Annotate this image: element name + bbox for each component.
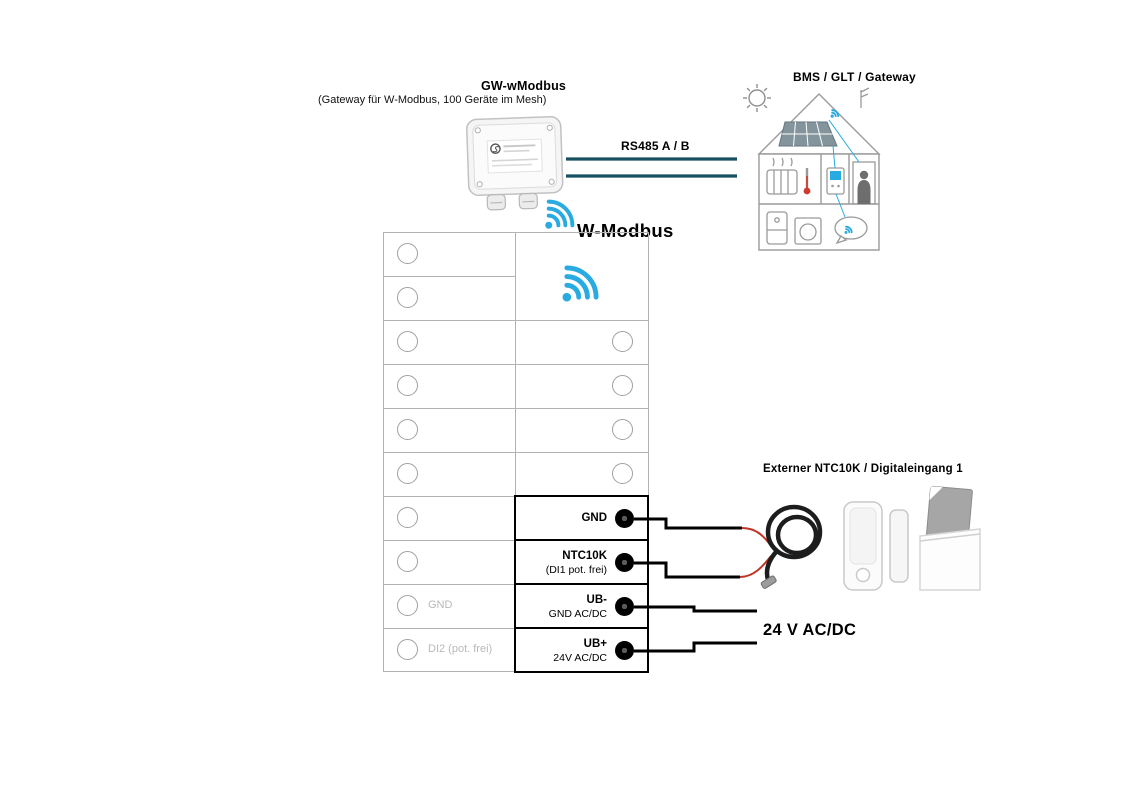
door-contact-illustration — [843, 501, 909, 591]
sun-icon — [743, 84, 771, 112]
terminal-circle — [612, 331, 633, 352]
boiler-icon — [766, 211, 788, 245]
person-icon — [852, 161, 876, 205]
device-label — [486, 138, 543, 174]
connector-label: GND — [581, 512, 607, 525]
bms-connection-lines — [828, 119, 860, 218]
connector-cell-gnd: GND — [521, 497, 607, 541]
connector-sublabel: 24V AC/DC — [553, 651, 607, 664]
bms-building-illustration — [743, 84, 881, 251]
thermostat-icon — [826, 167, 845, 195]
terminal-circle — [397, 595, 418, 616]
connector-sublabel: (DI1 pot. frei) — [545, 563, 607, 576]
terminal-circle — [397, 287, 418, 308]
connector-label: UB- — [586, 594, 607, 607]
cable-gland-icons — [486, 192, 539, 211]
wmodbus-wifi-icon — [562, 265, 599, 302]
connector-cell-ntc10k: NTC10K (DI1 pot. frei) — [521, 541, 607, 585]
connector-dot-ub-minus — [615, 597, 634, 616]
terminal-left-label-gnd: GND — [428, 599, 453, 611]
terminal-row-line — [383, 452, 649, 453]
screw-icons — [474, 124, 555, 188]
terminal-circle — [397, 551, 418, 572]
terminal-left-label-di2: DI2 (pot. frei) — [428, 643, 493, 655]
gateway-subtitle: (Gateway für W-Modbus, 100 Geräte im Mes… — [318, 94, 547, 106]
connector-dot-gnd — [615, 509, 634, 528]
terminal-row-line — [383, 496, 515, 497]
terminal-bold-divider — [516, 539, 647, 541]
gateway-title: GW-wModbus — [481, 79, 567, 93]
terminal-row-line — [383, 584, 515, 585]
terminal-row-line — [383, 628, 515, 629]
wire-ub-minus — [634, 605, 757, 613]
wire-ub-plus — [634, 641, 757, 653]
radiator-icon — [766, 157, 798, 195]
wmodbus-label: W-Modbus — [577, 220, 674, 241]
weather-mast-icon — [860, 87, 870, 108]
terminal-row-line — [383, 320, 649, 321]
terminal-row-line — [383, 276, 515, 277]
terminal-circle — [612, 375, 633, 396]
card-switch-illustration — [919, 485, 981, 591]
terminal-circle — [397, 419, 418, 440]
bms-label: BMS / GLT / Gateway — [793, 70, 916, 84]
rs485-label: RS485 A / B — [621, 139, 690, 153]
terminal-circle — [397, 331, 418, 352]
thermometer-icon — [803, 168, 811, 195]
terminal-circle — [612, 419, 633, 440]
terminal-row-line — [383, 540, 515, 541]
terminal-circle — [397, 375, 418, 396]
device-wifi-icon — [545, 199, 575, 229]
terminal-circle — [397, 463, 418, 484]
terminal-row-line — [383, 408, 649, 409]
power-label: 24 V AC/DC — [763, 621, 857, 639]
solar-panel — [778, 121, 838, 147]
terminal-circle — [397, 507, 418, 528]
terminal-bold-divider — [516, 627, 647, 629]
connector-sublabel: GND AC/DC — [548, 607, 607, 620]
wire-ntc10k — [634, 561, 740, 579]
connector-label: UB+ — [583, 638, 607, 651]
terminal-bold-divider — [516, 583, 647, 585]
terminal-circle — [397, 243, 418, 264]
terminal-bold-block — [514, 495, 649, 673]
terminal-circle — [397, 639, 418, 660]
appliance-icon — [794, 217, 822, 245]
speech-bubble-wifi-icon — [834, 216, 868, 245]
gateway-device-illustration — [466, 116, 564, 211]
external-input-title: Externer NTC10K / Digitaleingang 1 — [763, 463, 963, 475]
connector-cell-ub-minus: UB- GND AC/DC — [521, 585, 607, 629]
terminal-circle — [612, 463, 633, 484]
connector-dot-ntc10k — [615, 553, 634, 572]
connector-cell-ub-plus: UB+ 24V AC/DC — [521, 629, 607, 673]
wire-gnd — [634, 517, 742, 530]
ntc-cable-illustration — [760, 504, 823, 589]
solar-wifi-icon — [830, 109, 840, 118]
terminal-row-line — [383, 364, 649, 365]
connector-dot-ub-plus — [615, 641, 634, 660]
connector-label: NTC10K — [562, 550, 607, 563]
